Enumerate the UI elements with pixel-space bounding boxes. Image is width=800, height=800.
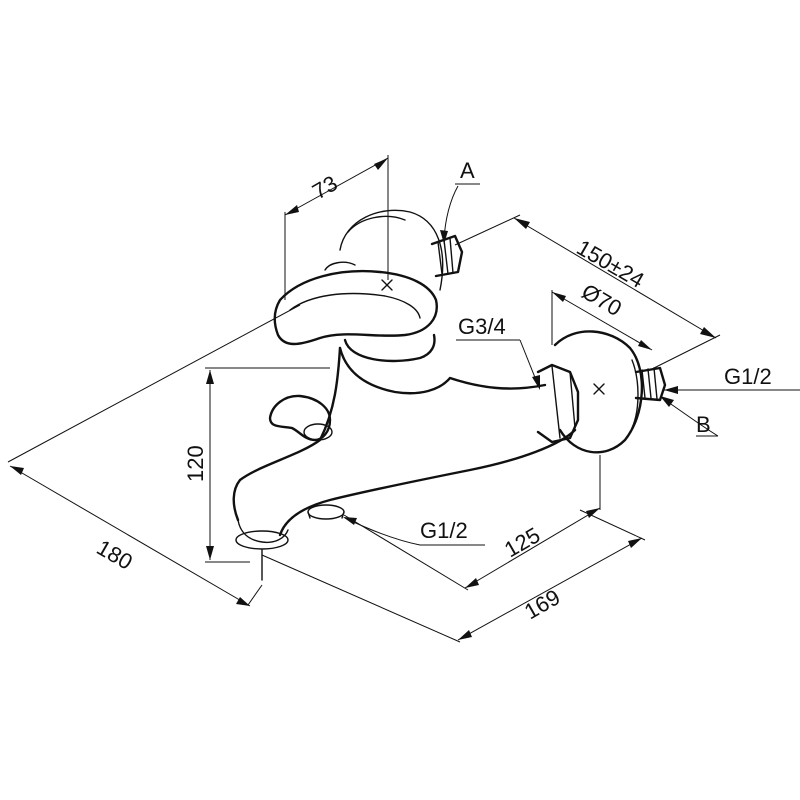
dimension-lines bbox=[7, 155, 721, 643]
leader-g12-right-arrow bbox=[664, 386, 678, 394]
bottom-outlet-neck bbox=[307, 511, 345, 519]
dim-73-arrow-l bbox=[285, 205, 299, 215]
body-lower-contour bbox=[278, 428, 577, 537]
faucet-body bbox=[232, 346, 577, 581]
dim-70-arrow-r bbox=[638, 340, 652, 350]
right-flange bbox=[536, 330, 667, 454]
leader-lines bbox=[343, 183, 800, 546]
body-top-contour bbox=[338, 346, 547, 395]
lever-disc-arc bbox=[339, 209, 444, 291]
dim-180-ext-bottom bbox=[247, 584, 263, 606]
dim-73-line bbox=[284, 157, 389, 216]
dim-180-arrow-l bbox=[10, 466, 24, 475]
dim-125-ext-left bbox=[343, 514, 469, 591]
dim-180-line bbox=[9, 465, 251, 607]
right-nut bbox=[536, 363, 580, 444]
right-nut-face1 bbox=[551, 365, 561, 439]
spout-nozzle-end bbox=[235, 530, 289, 550]
dim-70-arrow-l bbox=[552, 292, 566, 302]
dim-169-arrow-r bbox=[628, 538, 642, 548]
lever-inner-edge bbox=[289, 292, 421, 319]
lever-handle bbox=[273, 209, 444, 363]
label-150: 150±24 bbox=[573, 235, 649, 293]
spout-nozzle bbox=[237, 519, 289, 544]
lever-base bbox=[343, 333, 436, 363]
dim-70-line bbox=[551, 291, 653, 351]
lever-cap bbox=[324, 261, 356, 271]
right-flange-rim bbox=[631, 359, 639, 429]
label-b: B bbox=[696, 412, 711, 437]
lever-disc-inner bbox=[347, 215, 406, 233]
dim-150-arrow-r bbox=[700, 327, 716, 338]
right-flange-disc bbox=[553, 330, 644, 454]
dim-169-ext-left bbox=[261, 554, 461, 643]
dim-169-arrow-l bbox=[458, 630, 472, 640]
label-g34: G3/4 bbox=[458, 314, 506, 339]
leader-b-arrow bbox=[660, 396, 674, 407]
dim-180-arrow-r bbox=[236, 597, 250, 606]
label-125: 125 bbox=[500, 522, 544, 562]
lever-center-mark bbox=[381, 279, 393, 291]
bottom-outlet bbox=[307, 504, 345, 520]
diverter-outline bbox=[268, 394, 332, 442]
dim-73-arrow-r bbox=[374, 158, 388, 170]
right-center-mark bbox=[593, 383, 605, 395]
dim-125-arrow-l bbox=[465, 578, 479, 588]
diverter-base bbox=[303, 423, 333, 441]
dim-125-line bbox=[464, 507, 601, 589]
dim-120-arrow-b bbox=[206, 546, 214, 560]
dim-150-ext-left bbox=[454, 214, 521, 246]
dim-150-ext-right bbox=[649, 334, 721, 371]
dim-150-arrow-l bbox=[514, 218, 530, 229]
left-thread bbox=[430, 234, 464, 278]
leader-g12-bottom-arrow bbox=[343, 517, 357, 525]
dim-180-ext-top bbox=[7, 304, 301, 463]
leader-g34-arrow bbox=[532, 375, 540, 390]
label-g12-bottom: G1/2 bbox=[420, 518, 468, 543]
label-a: A bbox=[460, 158, 475, 183]
dim-150-line bbox=[513, 217, 717, 339]
spout-upper bbox=[232, 346, 342, 522]
dim-169-ext-right bbox=[579, 509, 646, 541]
right-nut-face2 bbox=[569, 371, 576, 429]
label-120: 120 bbox=[183, 445, 208, 482]
left-thread-lines bbox=[437, 237, 454, 275]
label-180: 180 bbox=[93, 535, 137, 575]
leader-a-arrow bbox=[440, 230, 448, 244]
diverter-knob bbox=[268, 394, 333, 442]
lever-outline bbox=[273, 269, 438, 346]
right-thread-lines bbox=[641, 367, 658, 400]
label-169: 169 bbox=[520, 584, 564, 624]
dim-169-line bbox=[457, 537, 643, 641]
label-g12-right: G1/2 bbox=[724, 364, 772, 389]
dim-120-arrow-t bbox=[206, 370, 214, 384]
left-flange bbox=[430, 234, 464, 278]
label-70: Ø70 bbox=[578, 279, 627, 321]
dim-125-arrow-r bbox=[586, 508, 600, 518]
